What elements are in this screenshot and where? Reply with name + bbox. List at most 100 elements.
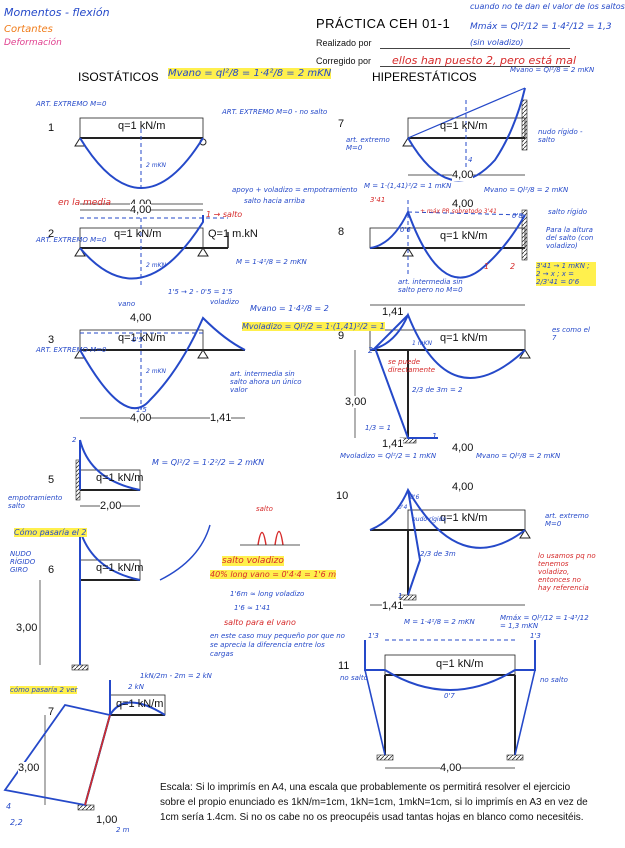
problem-8-note-rule: 3'41 → 1 mKN ; 2 → x ; x = 2/3'41 = 0'6: [536, 262, 596, 286]
problem-8-structure: [369, 209, 528, 261]
legend-deformation: Deformación: [4, 38, 62, 48]
problem-2-end-note: ART. EXTREMO M=0: [36, 236, 107, 244]
problem-10-val-34: 2/3 de 3m: [420, 550, 456, 558]
problem-11-f2: Mmáx = Ql²/12 = 1·4³/12 = 1,3 mKN: [500, 614, 589, 630]
corrected-by-line: [380, 66, 570, 67]
problem-11-dim: 4,00: [440, 762, 462, 774]
problem-3-val-15: 1'5: [136, 406, 147, 414]
problem-11-note-left: no salto: [340, 674, 368, 682]
salto-sketch: [257, 530, 284, 546]
problem-8-note-para: Para la altura del salto (con voladizo): [546, 226, 594, 250]
top-formula-sub: (sin voladizo): [470, 38, 524, 47]
problem-10-moment-curve: [369, 487, 526, 549]
section-hyperstatic: HIPERESTÁTICOS: [372, 70, 477, 84]
problem-8-number: 8: [338, 226, 345, 238]
problem-11-val-07: 0'7: [444, 692, 455, 700]
problem-8-dim-main: 4,00: [452, 198, 474, 210]
corrected-by-label: Corregido por: [316, 56, 372, 66]
problem-5-load: q=1 kN/m: [96, 472, 144, 484]
page-title: PRÁCTICA CEH 01-1: [316, 16, 451, 31]
problem-9-dim-h: 3,00: [345, 396, 367, 408]
done-by-label: Realizado por: [316, 38, 372, 48]
problem-8-dim-cant: 1,41: [382, 306, 404, 318]
problem-3-f-vano: Mvano = 1·4²/8 = 2: [250, 304, 329, 313]
legend-moments: Momentos - flexión: [4, 6, 110, 19]
problem-8-note-art: art. intermedia sin salto pero no M=0: [398, 278, 463, 294]
middle-note-3: salto para el vano: [224, 618, 296, 627]
problem-3-f-vol: Mvoladizo = Ql²/2 = 1·(1,41)²/2 = 1: [242, 322, 385, 331]
problem-3-note-vano: vano: [118, 300, 136, 308]
problem-11-note-right: no salto: [540, 676, 568, 684]
problem-2-formula: M = 1·4²/8 = 2 mKN: [236, 258, 307, 266]
problem-2-note-salto: 1 → salto: [206, 210, 243, 219]
problem-5-number: 5: [48, 474, 55, 486]
problem-7a-number: 7: [48, 706, 55, 718]
problem-6-note-left: NUDO RÍGIDO GIRO: [10, 550, 36, 574]
middle-salto-note: salto voladizo: [222, 556, 284, 566]
problem-3-dim-top: 4,00: [130, 312, 152, 324]
problem-8-val-341: 3'41: [370, 196, 386, 204]
corrector-note: ellos han puesto 2, pero está mal: [392, 54, 577, 67]
problem-7a-note-top: cómo pasaría 2 ver: [10, 686, 78, 694]
problem-3-note-voladizo: voladizo: [210, 298, 240, 306]
problem-7-dim: 4,00: [452, 169, 474, 181]
problem-3-dim-cant: 1,41: [210, 412, 232, 424]
problem-3-moment: 2 mKN: [146, 368, 166, 375]
problem-7a-shear-diagram: [3, 703, 112, 807]
problem-2-load: q=1 kN/m: [114, 228, 162, 240]
problem-2-note-left: en la media: [58, 198, 112, 208]
problem-7-note-left: art. extremo M=0: [346, 136, 390, 152]
problem-1-note-right: ART. EXTREMO M=0 - no salto: [222, 108, 328, 116]
problem-1-note-left: ART. EXTREMO M=0: [36, 100, 107, 108]
problem-1-number: 1: [48, 122, 55, 134]
done-by-line: [380, 48, 570, 49]
section-isostatic: ISOSTÁTICOS: [78, 70, 159, 84]
problem-8-val-max: + máx PR sobretodo 3'41: [420, 208, 497, 215]
problem-7-moment-curve: [407, 87, 526, 182]
problem-8-val-1: 1: [484, 262, 490, 271]
problem-2-point-load: Q=1 m.kN: [208, 228, 258, 240]
problem-11-val-13a: 1'3: [368, 632, 379, 640]
problem-7-note-right: nudo rígido - salto: [538, 128, 583, 144]
problem-1-load: q=1 kN/m: [118, 120, 166, 132]
problem-10-number: 10: [336, 490, 349, 502]
problem-8-moment-curve: [369, 209, 526, 279]
problem-7a-val2: 2,2: [10, 818, 23, 827]
problem-11-load: q=1 kN/m: [436, 658, 484, 670]
problem-3-end-note: ART. EXTREMO M=0: [36, 346, 107, 354]
problem-10-val-04: 0'4: [398, 504, 408, 511]
problem-9-moment-curve: [369, 312, 526, 379]
problem-9-val-2-3: 2/3 de 3m = 2: [412, 386, 463, 394]
problem-6-note-top: Cómo pasaría el 2: [14, 528, 87, 537]
isostatic-formula: Mvano = ql²/8 = 1·4²/8 = 2 mKN: [168, 68, 332, 79]
top-note: cuando no te dan el valor de los saltos: [470, 2, 625, 11]
problem-9-load: q=1 kN/m: [440, 332, 488, 344]
problem-6-number: 6: [48, 564, 55, 576]
problem-8-val-2: 2: [510, 262, 516, 271]
problem-7a-dim-h: 3,00: [18, 762, 40, 774]
problem-11-moment-curve: [364, 640, 536, 691]
problem-8-note-salto: salto rígido: [548, 208, 588, 216]
problem-11-f1: M = 1·4²/8 = 2 mKN: [404, 618, 475, 626]
middle-note-2: 1'6 ≈ 1'41: [234, 604, 271, 612]
problem-10-dim-cant: 1,41: [382, 600, 404, 612]
problem-3-number: 3: [48, 334, 55, 346]
problem-7a-structure: [44, 694, 166, 811]
top-formula: Mmáx = Ql²/12 = 1·4²/12 = 1,3: [470, 22, 612, 32]
problem-7a-val1: 4: [6, 802, 12, 811]
problem-9-dim-w: 4,00: [452, 442, 474, 454]
problem-8-f-vano: Mvano = Ql²/8 = 2 mKN: [484, 186, 569, 194]
problem-7a-dim-b: 1,00: [96, 814, 118, 826]
problem-3-load: q=1 kN/m: [118, 332, 166, 344]
problem-8-val-06: 0'6: [400, 226, 411, 234]
problem-2-note-top: apoyo + voladizo = empotramiento: [232, 186, 358, 194]
problem-8-f-m: M = 1·(1,41)²/2 = 1 mKN: [364, 182, 452, 190]
problem-9-column-moment: [373, 314, 438, 439]
problem-2-note-top2: salto hacia arriba: [244, 197, 305, 205]
problem-10-dim-main: 4,00: [452, 481, 474, 493]
problem-5-formula: M = Ql²/2 = 1·2²/2 = 2 mKN: [152, 458, 265, 467]
problem-5-note: empotramiento salto: [8, 494, 63, 510]
footer-scale-note: Escala: Si lo imprimís en A4, una escala…: [160, 782, 588, 823]
problem-7a-dim-w: 2 m: [116, 826, 130, 834]
middle-note-1: 1'6m ≈ long voladizo: [230, 590, 305, 598]
